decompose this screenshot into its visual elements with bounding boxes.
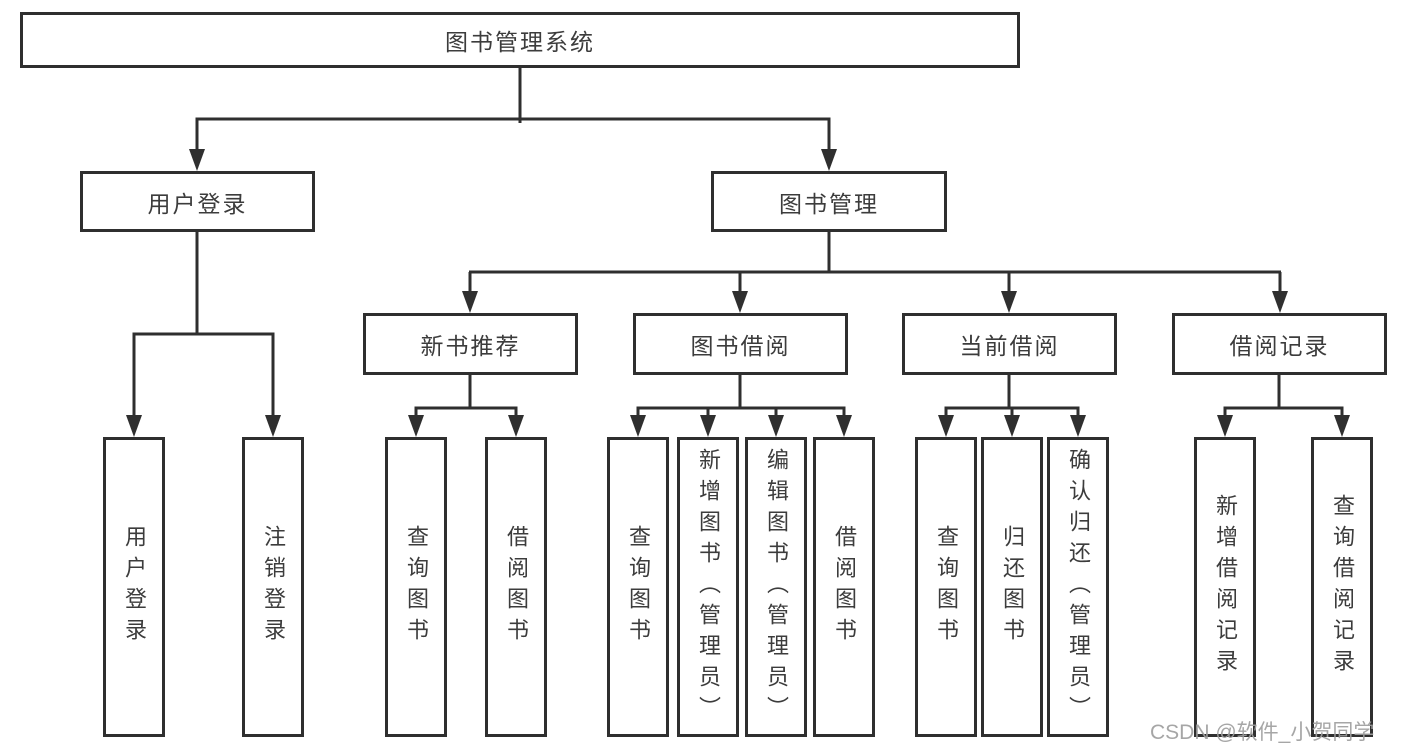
- node-br-add-record-label: 新增借阅记录: [1213, 494, 1238, 680]
- node-book-borrow-label: 图书借阅: [690, 333, 791, 359]
- watermark: CSDN @软件_小贺同学: [1150, 721, 1375, 744]
- node-bb-edit-book-label: 编辑图书（管理员）: [764, 447, 789, 727]
- node-new-book-recommend: 新书推荐: [363, 313, 578, 375]
- edges-book-borrow: [630, 375, 852, 437]
- node-book-management: 图书管理: [711, 171, 947, 232]
- node-cb-confirm-return: 确认归还（管理员）: [1047, 437, 1109, 737]
- node-rec-query-book-label: 查询图书: [404, 525, 429, 649]
- node-bb-query-book-label: 查询图书: [626, 525, 651, 649]
- edges-book-management: [462, 232, 1288, 313]
- edges-current-borrow: [938, 375, 1086, 437]
- node-cb-confirm-return-label: 确认归还（管理员）: [1066, 447, 1091, 727]
- node-cb-return-book-label: 归还图书: [1000, 525, 1025, 649]
- node-cb-return-book: 归还图书: [981, 437, 1043, 737]
- node-user-login-label: 用户登录: [147, 190, 248, 217]
- node-leaf-user-login-label: 用户登录: [122, 525, 147, 649]
- node-br-query-record: 查询借阅记录: [1311, 437, 1373, 737]
- node-borrow-record: 借阅记录: [1172, 313, 1387, 375]
- node-root-label: 图书管理系统: [445, 29, 595, 55]
- node-leaf-logout: 注销登录: [242, 437, 304, 737]
- edges-borrow-record: [1217, 375, 1350, 437]
- node-root: 图书管理系统: [20, 12, 1020, 68]
- node-book-management-label: 图书管理: [779, 190, 879, 217]
- node-current-borrow: 当前借阅: [902, 313, 1117, 375]
- edges-new-book-recommend: [408, 375, 524, 437]
- edges-user-login: [126, 232, 281, 437]
- node-leaf-logout-label: 注销登录: [261, 525, 286, 649]
- node-bb-borrow-book: 借阅图书: [813, 437, 875, 737]
- node-book-borrow: 图书借阅: [633, 313, 848, 375]
- node-user-login: 用户登录: [80, 171, 315, 232]
- node-bb-edit-book: 编辑图书（管理员）: [745, 437, 807, 737]
- node-cb-query-book-label: 查询图书: [934, 525, 959, 649]
- node-borrow-record-label: 借阅记录: [1229, 333, 1330, 359]
- edges-root: [189, 68, 837, 171]
- node-leaf-user-login: 用户登录: [103, 437, 165, 737]
- node-br-query-record-label: 查询借阅记录: [1330, 494, 1355, 680]
- node-rec-borrow-book: 借阅图书: [485, 437, 547, 737]
- node-new-book-recommend-label: 新书推荐: [420, 333, 521, 359]
- node-bb-query-book: 查询图书: [607, 437, 669, 737]
- node-bb-add-book: 新增图书（管理员）: [677, 437, 739, 737]
- node-rec-query-book: 查询图书: [385, 437, 447, 737]
- node-rec-borrow-book-label: 借阅图书: [504, 525, 529, 649]
- node-bb-borrow-book-label: 借阅图书: [832, 525, 857, 649]
- node-bb-add-book-label: 新增图书（管理员）: [696, 447, 721, 727]
- node-current-borrow-label: 当前借阅: [959, 333, 1060, 359]
- node-cb-query-book: 查询图书: [915, 437, 977, 737]
- node-br-add-record: 新增借阅记录: [1194, 437, 1256, 737]
